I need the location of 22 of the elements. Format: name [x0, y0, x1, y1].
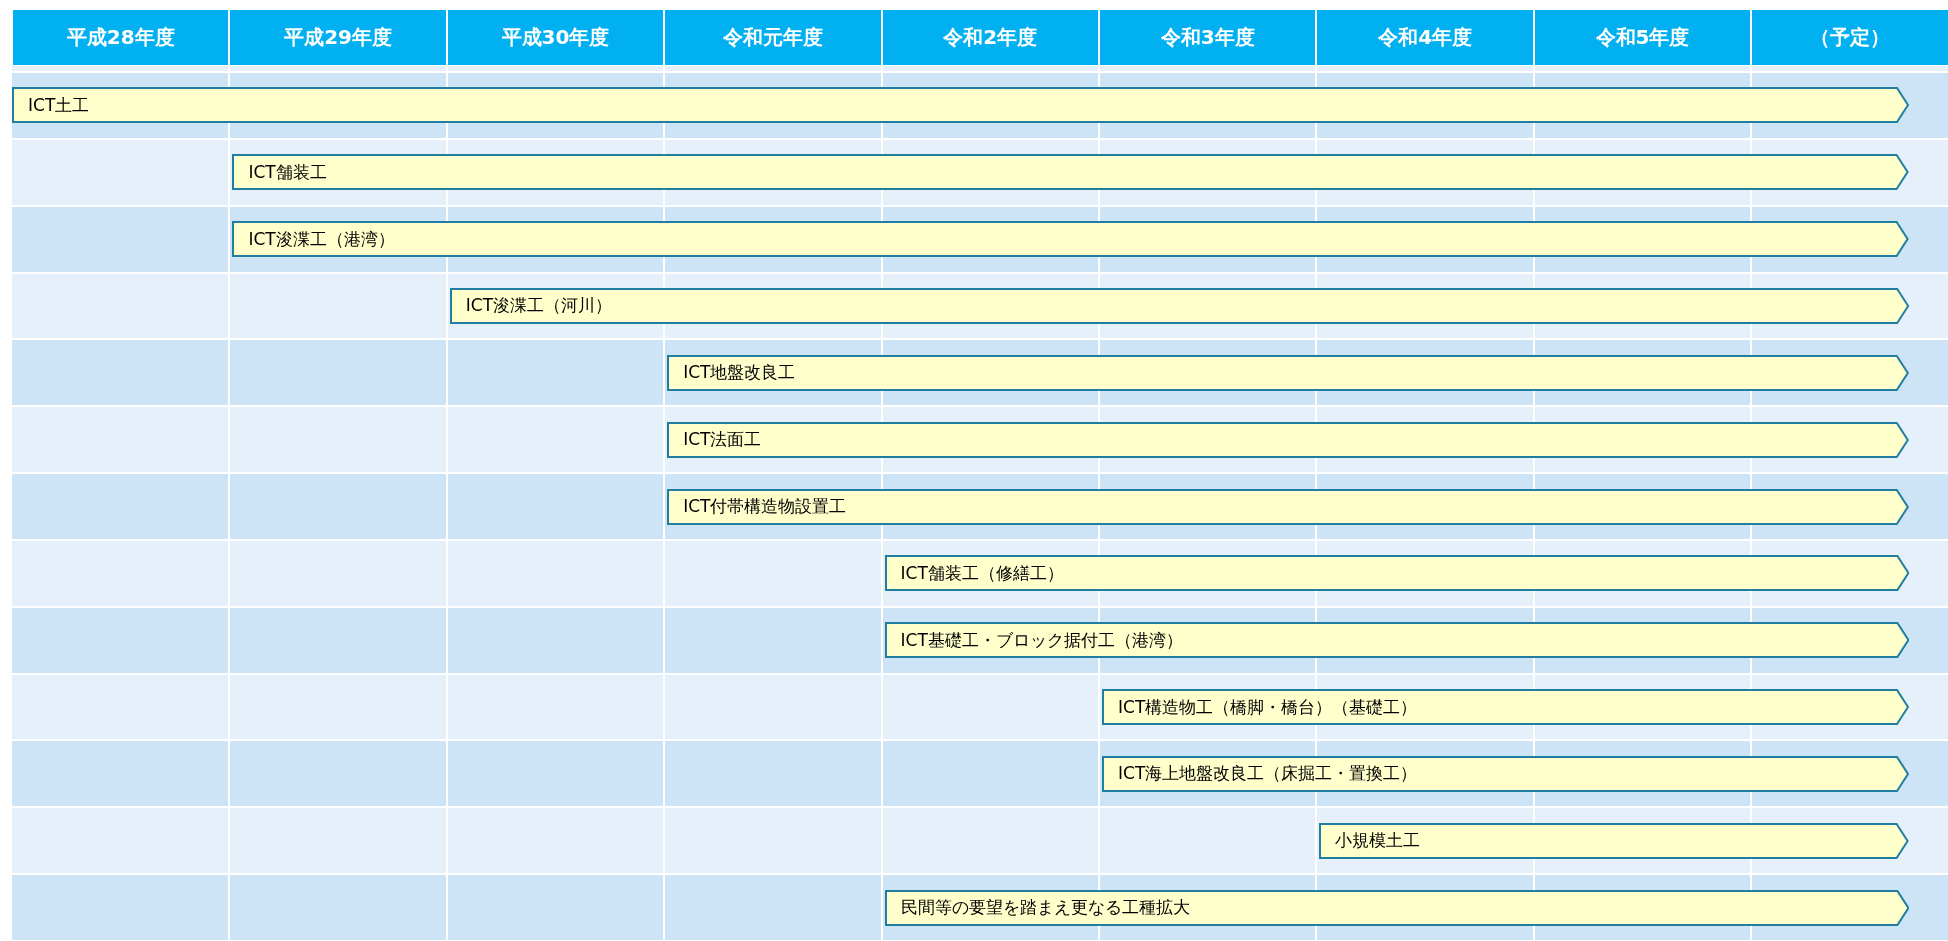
header-cell: 令和5年度 [1534, 10, 1751, 65]
header-cell: 令和2年度 [882, 10, 1098, 65]
arrow-bar: 小規模土工 [1319, 822, 1909, 859]
arrow-bar: ICT舗装工（修繕工） [884, 555, 1909, 592]
arrow-bar: ICT法面工 [667, 421, 1909, 458]
header-cell: 令和3年度 [1100, 10, 1316, 65]
header-cell: 令和4年度 [1317, 10, 1533, 65]
header-cell: 平成30年度 [447, 10, 664, 65]
arrow-bar: ICT付帯構造物設置工 [667, 488, 1909, 525]
arrow-bar: ICT浚渫工（河川） [449, 287, 1909, 324]
header-cell: （予定） [1752, 10, 1948, 65]
header-cell: 平成28年度 [13, 10, 229, 65]
header-cell: 令和元年度 [665, 10, 881, 65]
arrow-bar: 民間等の要望を踏まえ更なる工種拡大 [884, 889, 1909, 926]
arrow-bar: ICT舗装工 [232, 154, 1909, 191]
arrow-bar: ICT浚渫工（港湾） [232, 221, 1909, 258]
arrow-bar: ICT基礎工・ブロック据付工（港湾） [884, 622, 1909, 659]
arrow-bar: ICT土工 [12, 87, 1909, 124]
arrow-bar: ICT海上地盤改良工（床掘工・置換工） [1102, 755, 1909, 792]
arrow-bar: ICT地盤改良工 [667, 354, 1909, 391]
arrow-bar: ICT構造物工（橋脚・橋台）（基礎工） [1102, 689, 1909, 726]
header-cell: 平成29年度 [230, 10, 446, 65]
